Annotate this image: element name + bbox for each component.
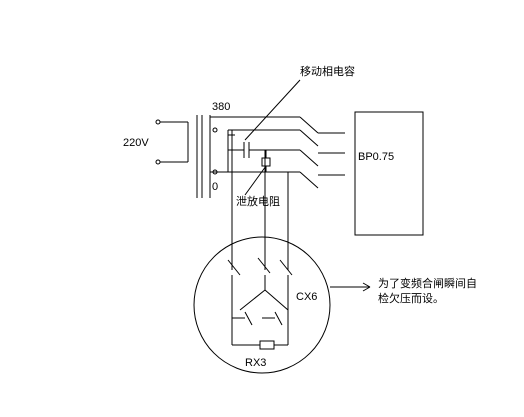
- contactor-feed-wires: [231, 130, 289, 270]
- note-line-1: 为了变频合闸瞬间自: [378, 276, 477, 290]
- zero-terminal-label: 0: [212, 181, 218, 193]
- inverter-label: BP0.75: [358, 151, 394, 163]
- transformer-core: [196, 115, 203, 198]
- contactor-label: CX6: [296, 291, 317, 303]
- note-line-2: 检欠压而设。: [378, 291, 444, 305]
- input-voltage-label: 220V: [123, 137, 149, 149]
- resistor-leader-line: [244, 165, 267, 196]
- transformer-secondary: [209, 115, 300, 198]
- note-arrow: [330, 282, 371, 292]
- relay-label: RX3: [245, 357, 266, 369]
- relay-coil: [232, 340, 288, 350]
- output-voltage-label: 380: [212, 101, 230, 113]
- drive-input-contacts: [299, 116, 345, 189]
- capacitor-leader-line: [244, 79, 301, 141]
- transformer-primary: [155, 119, 189, 165]
- phase-shift-capacitor: [227, 129, 300, 172]
- contactor-circle: [193, 236, 331, 374]
- resistor-label: 泄放电阻: [236, 194, 280, 208]
- contactor-contacts: [227, 257, 293, 345]
- capacitor-label: 移动相电容: [300, 64, 355, 78]
- inverter-box: [354, 111, 424, 236]
- bleeder-resistor: [261, 150, 271, 172]
